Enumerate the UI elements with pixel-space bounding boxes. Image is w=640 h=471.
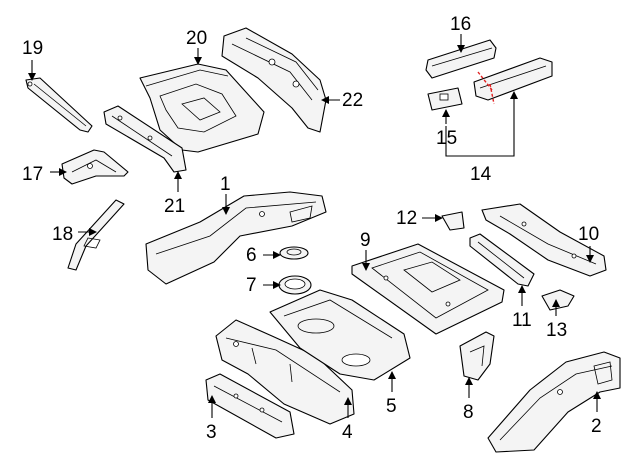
- callout-17: 17: [22, 164, 43, 185]
- callout-1: 1: [220, 174, 231, 195]
- callout-10: 10: [578, 224, 599, 245]
- callout-9: 9: [360, 230, 371, 251]
- callout-6: 6: [246, 245, 257, 266]
- callout-2: 2: [591, 416, 602, 437]
- part-20-tub: [139, 63, 265, 153]
- callout-3: 3: [206, 422, 217, 443]
- part-11-rail: [469, 233, 535, 287]
- callout-18: 18: [52, 224, 73, 245]
- part-7-plug: [278, 275, 312, 295]
- part-17-bracket: [61, 149, 129, 185]
- callout-16: 16: [450, 14, 471, 35]
- part-5-floor-pan: [269, 289, 411, 381]
- part-2-rear-rail: [487, 351, 621, 453]
- callout-21: 21: [164, 196, 185, 217]
- part-15-bracket: [427, 87, 463, 111]
- callout-20: 20: [186, 28, 207, 49]
- callout-labels: 19 20 22 21 17 18 1 6 7 3 4 5 9 12 10 11…: [22, 14, 602, 443]
- part-9-rear-floor: [351, 243, 505, 335]
- part-12-gusset: [441, 211, 465, 231]
- part-14-assembly: [473, 57, 553, 105]
- callout-14: 14: [470, 164, 492, 185]
- part-6-plug: [279, 246, 309, 260]
- part-1-side-rail: [145, 191, 327, 285]
- part-10-crossmember: [481, 203, 607, 277]
- part-8-bracket: [459, 331, 495, 381]
- part-18-rod: [67, 199, 125, 271]
- callout-11: 11: [512, 310, 532, 331]
- callout-4: 4: [342, 422, 353, 443]
- part-4-crossmember: [215, 319, 355, 425]
- callout-13: 13: [546, 320, 567, 341]
- part-19-bar: [25, 77, 93, 133]
- cut-mark: [489, 83, 495, 105]
- callout-22: 22: [342, 90, 363, 111]
- part-16-reinforcement: [425, 39, 497, 79]
- part-22-rear-panel: [221, 27, 327, 133]
- part-21-bracket: [103, 105, 187, 173]
- callout-8: 8: [463, 402, 474, 423]
- callout-15: 15: [436, 128, 457, 149]
- callout-7: 7: [246, 275, 257, 296]
- callout-12: 12: [396, 208, 417, 229]
- callout-19: 19: [22, 38, 43, 59]
- leader-lines: [28, 34, 601, 418]
- part-13-clip: [541, 289, 575, 311]
- callout-5: 5: [386, 396, 397, 417]
- cut-mark: [477, 71, 493, 91]
